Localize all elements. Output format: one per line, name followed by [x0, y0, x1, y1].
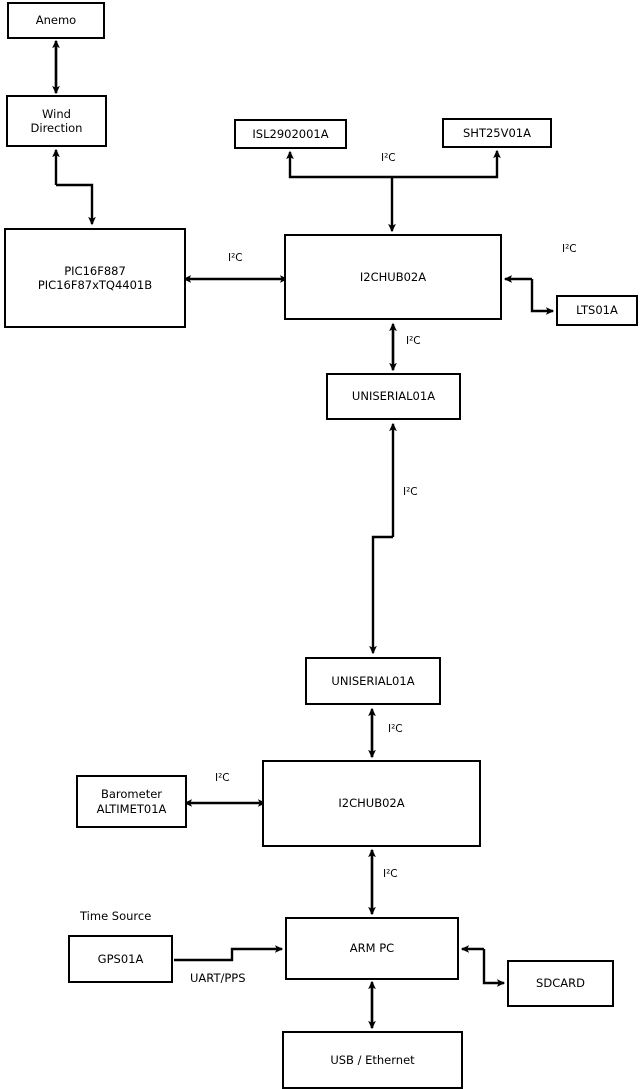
- node-label-uniserial01a-upper: UNISERIAL01A: [351, 389, 436, 404]
- node-label-pic-microcontroller: PIC16F887 PIC16F87xTQ4401B: [37, 263, 153, 292]
- node-usb-ethernet[interactable]: USB / Ethernet: [282, 1031, 463, 1089]
- node-label-anemo: Anemo: [35, 13, 77, 28]
- edge-label-i2c-barometer: I²C: [215, 772, 230, 784]
- connector-hub-isl: [286, 150, 392, 179]
- connector-armpc-sdcard: [482, 949, 506, 987]
- node-label-i2chub02a-top: I2CHUB02A: [359, 269, 427, 284]
- node-label-gps01a: GPS01A: [97, 951, 144, 966]
- node-gps01a[interactable]: GPS01A: [68, 935, 173, 983]
- node-label-barometer-altimet01a: Barometer ALTIMET01A: [96, 787, 167, 816]
- label-time-source: Time Source: [80, 909, 152, 923]
- node-pic-microcontroller[interactable]: PIC16F887 PIC16F87xTQ4401B: [4, 228, 186, 328]
- node-lts01a[interactable]: LTS01A: [556, 295, 638, 326]
- connector-uniserial-down-arrow: [369, 535, 393, 655]
- node-barometer-altimet01a[interactable]: Barometer ALTIMET01A: [76, 775, 187, 828]
- node-uniserial01a-lower[interactable]: UNISERIAL01A: [305, 657, 441, 705]
- node-label-lts01a: LTS01A: [576, 303, 618, 318]
- node-anemo[interactable]: Anemo: [7, 2, 105, 39]
- edge-label-i2c-pic-hub: I²C: [228, 252, 243, 264]
- node-label-wind-direction: Wind Direction: [30, 106, 83, 135]
- edge-label-i2c-top-bus: I²C: [381, 152, 396, 164]
- node-isl2902001a[interactable]: ISL2902001A: [234, 119, 347, 149]
- edge-label-i2c-armpc: I²C: [383, 868, 398, 880]
- node-arm-pc[interactable]: ARM PC: [285, 917, 459, 980]
- node-label-isl2902001a: ISL2902001A: [252, 126, 329, 141]
- node-sdcard[interactable]: SDCARD: [507, 960, 614, 1007]
- node-label-uniserial01a-lower: UNISERIAL01A: [331, 673, 415, 688]
- connector-gps-armpc: [174, 945, 284, 962]
- node-label-arm-pc: ARM PC: [349, 941, 395, 956]
- node-label-i2chub02a-bottom: I2CHUB02A: [338, 796, 405, 811]
- connector-wind-pic-down: [56, 183, 96, 226]
- edge-label-i2c-long-link: I²C: [403, 486, 418, 498]
- edge-label-i2c-uniserial-upper: I²C: [406, 335, 421, 347]
- node-wind-direction[interactable]: Wind Direction: [6, 95, 107, 147]
- node-i2chub02a-bottom[interactable]: I2CHUB02A: [262, 760, 481, 847]
- edge-label-i2c-uniserial-lower: I²C: [388, 723, 403, 735]
- edge-label-uart-pps: UART/PPS: [190, 971, 246, 985]
- edge-label-i2c-lts: I²C: [562, 243, 577, 255]
- node-label-usb-ethernet: USB / Ethernet: [330, 1052, 415, 1067]
- connector-hub-sht: [392, 149, 501, 179]
- node-label-sht25v01a: SHT25V01A: [463, 125, 531, 140]
- node-i2chub02a-top[interactable]: I2CHUB02A: [284, 234, 502, 320]
- connector-hub-lts: [530, 279, 555, 315]
- node-label-sdcard: SDCARD: [536, 976, 585, 991]
- node-sht25v01a[interactable]: SHT25V01A: [442, 118, 552, 148]
- node-uniserial01a-upper[interactable]: UNISERIAL01A: [326, 373, 461, 420]
